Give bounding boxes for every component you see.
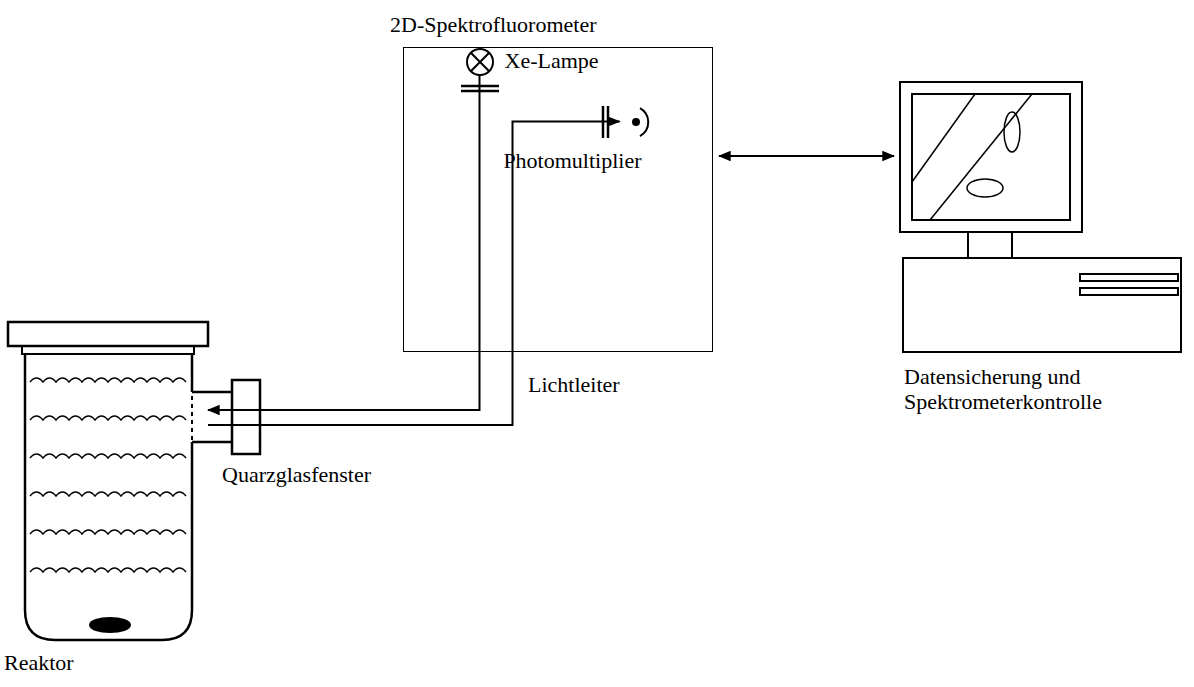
screen <box>912 94 1070 220</box>
reactor-node: Reaktor <box>8 322 208 642</box>
quartz-window <box>191 396 193 440</box>
drive-slot <box>1080 274 1178 281</box>
lamp-node: Xe-Lampe <box>467 49 493 75</box>
computer-node: Datensicherung und Spektrometerkontrolle <box>900 82 1182 352</box>
screen-ellipse <box>1004 112 1020 152</box>
reactor-vessel <box>191 354 194 392</box>
wave-line <box>30 492 186 496</box>
wave-line <box>30 568 186 572</box>
lamp-cross <box>471 53 489 71</box>
detector-dot <box>633 119 639 125</box>
wave-line <box>30 454 186 458</box>
part-label: Quarzglasfenster <box>222 462 371 487</box>
node-label: Photomultiplier <box>503 148 641 173</box>
lamp-cross <box>471 53 489 71</box>
node-label: Reaktor <box>4 650 74 675</box>
instrument-box: 2D-SpektrofluorometerXe-LampePhotomultip… <box>403 47 713 352</box>
screen-line <box>912 94 975 182</box>
monitor-stand <box>968 232 1012 258</box>
detector-arc <box>640 108 648 136</box>
stir-bar <box>90 618 130 632</box>
monitor <box>900 82 1082 232</box>
screen-line <box>930 94 1032 220</box>
wave-line <box>30 378 186 382</box>
drive-slot <box>1080 288 1178 295</box>
reactor-vessel <box>25 354 192 640</box>
lamp-symbol <box>467 49 493 75</box>
reactor-lid <box>8 322 208 346</box>
screen-ellipse <box>967 179 1003 197</box>
node-label: Xe-Lampe <box>505 48 599 73</box>
detector-node: Photomultiplier <box>620 104 662 140</box>
window-tube <box>192 391 232 394</box>
wave-line <box>30 530 186 534</box>
window-tube <box>192 441 232 444</box>
part-label: Lichtleiter <box>528 372 620 397</box>
liquid-waves <box>30 378 186 572</box>
node-label: 2D-Spektrofluorometer <box>390 12 597 37</box>
window-flange <box>232 380 260 454</box>
light-guide <box>208 75 480 411</box>
reactor-rim <box>22 346 194 354</box>
node-label: Datensicherung und Spektrometerkontrolle <box>904 364 1189 415</box>
computer-case <box>903 258 1181 352</box>
data-link-arrow <box>719 155 894 157</box>
wave-line <box>30 416 186 420</box>
